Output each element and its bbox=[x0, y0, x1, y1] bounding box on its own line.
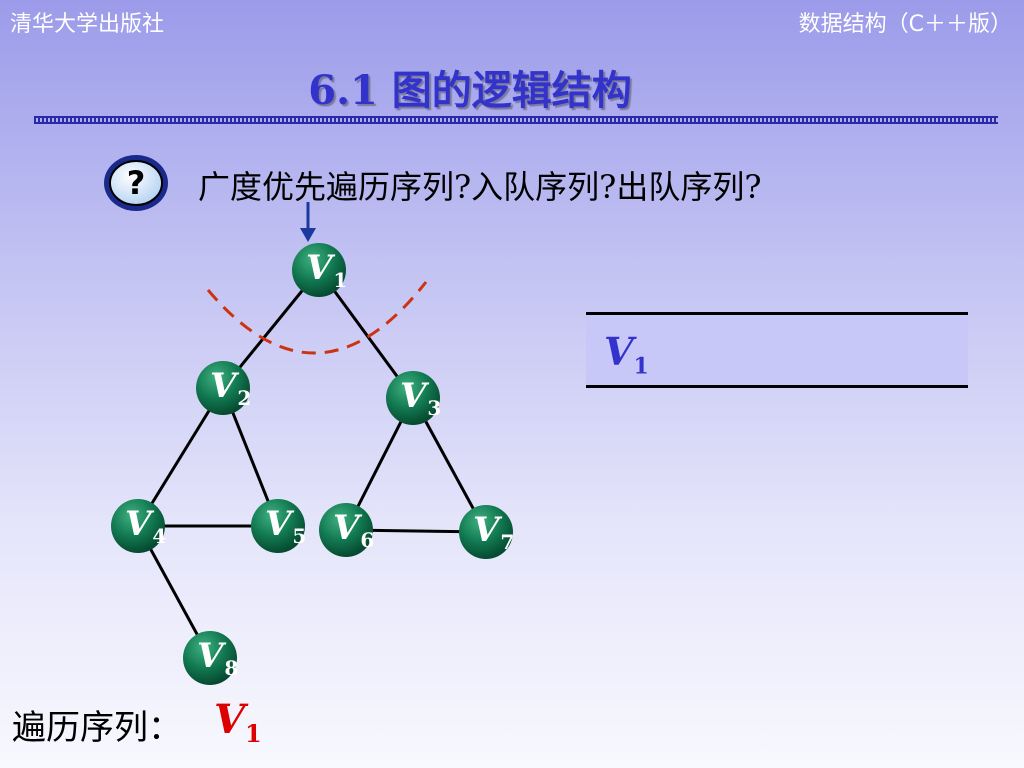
node-subscript: 2 bbox=[237, 386, 251, 410]
question-mark-icon: ? bbox=[104, 155, 168, 211]
node-v4: V4 bbox=[111, 499, 166, 553]
node-v5: V5 bbox=[251, 499, 306, 553]
node-v3: V3 bbox=[386, 371, 441, 425]
node-subscript: 7 bbox=[500, 530, 514, 554]
book-title-label: 数据结构（C＋＋版） bbox=[798, 12, 1012, 37]
node-subscript: 3 bbox=[427, 396, 441, 420]
svg-text:?: ? bbox=[127, 164, 146, 202]
traversal-item: V1 bbox=[214, 696, 262, 748]
node-v6: V6 bbox=[319, 503, 374, 557]
node-label: V4 bbox=[125, 504, 166, 548]
publisher-label: 清华大学出版社 bbox=[10, 12, 165, 37]
slide-title: 6.1 图的逻辑结构 bbox=[308, 67, 632, 114]
node-v2: V2 bbox=[196, 361, 251, 415]
traversal-item-letter: V bbox=[214, 696, 246, 743]
node-subscript: 6 bbox=[360, 528, 374, 552]
node-subscript: 4 bbox=[152, 524, 166, 548]
title-divider bbox=[34, 116, 998, 124]
queue-box: V1 bbox=[586, 312, 968, 388]
node-v1: V1 bbox=[292, 243, 347, 297]
node-subscript: 5 bbox=[292, 524, 306, 548]
queue-item-sub: 1 bbox=[633, 353, 649, 380]
question-text: 广度优先遍历序列?入队序列?出队序列? bbox=[198, 168, 762, 206]
traversal-label: 遍历序列： bbox=[12, 708, 182, 748]
node-subscript: 8 bbox=[224, 656, 238, 680]
down-arrow-icon bbox=[300, 202, 316, 242]
node-label: V5 bbox=[265, 504, 306, 548]
node-subscript: 1 bbox=[333, 268, 347, 292]
queue-item: V1 bbox=[604, 329, 649, 380]
edge-V2-V4 bbox=[136, 387, 225, 527]
node-v8: V8 bbox=[183, 631, 238, 685]
traversal-item-sub: 1 bbox=[245, 719, 262, 748]
node-v7: V7 bbox=[459, 505, 514, 559]
queue-item-letter: V bbox=[604, 329, 634, 374]
